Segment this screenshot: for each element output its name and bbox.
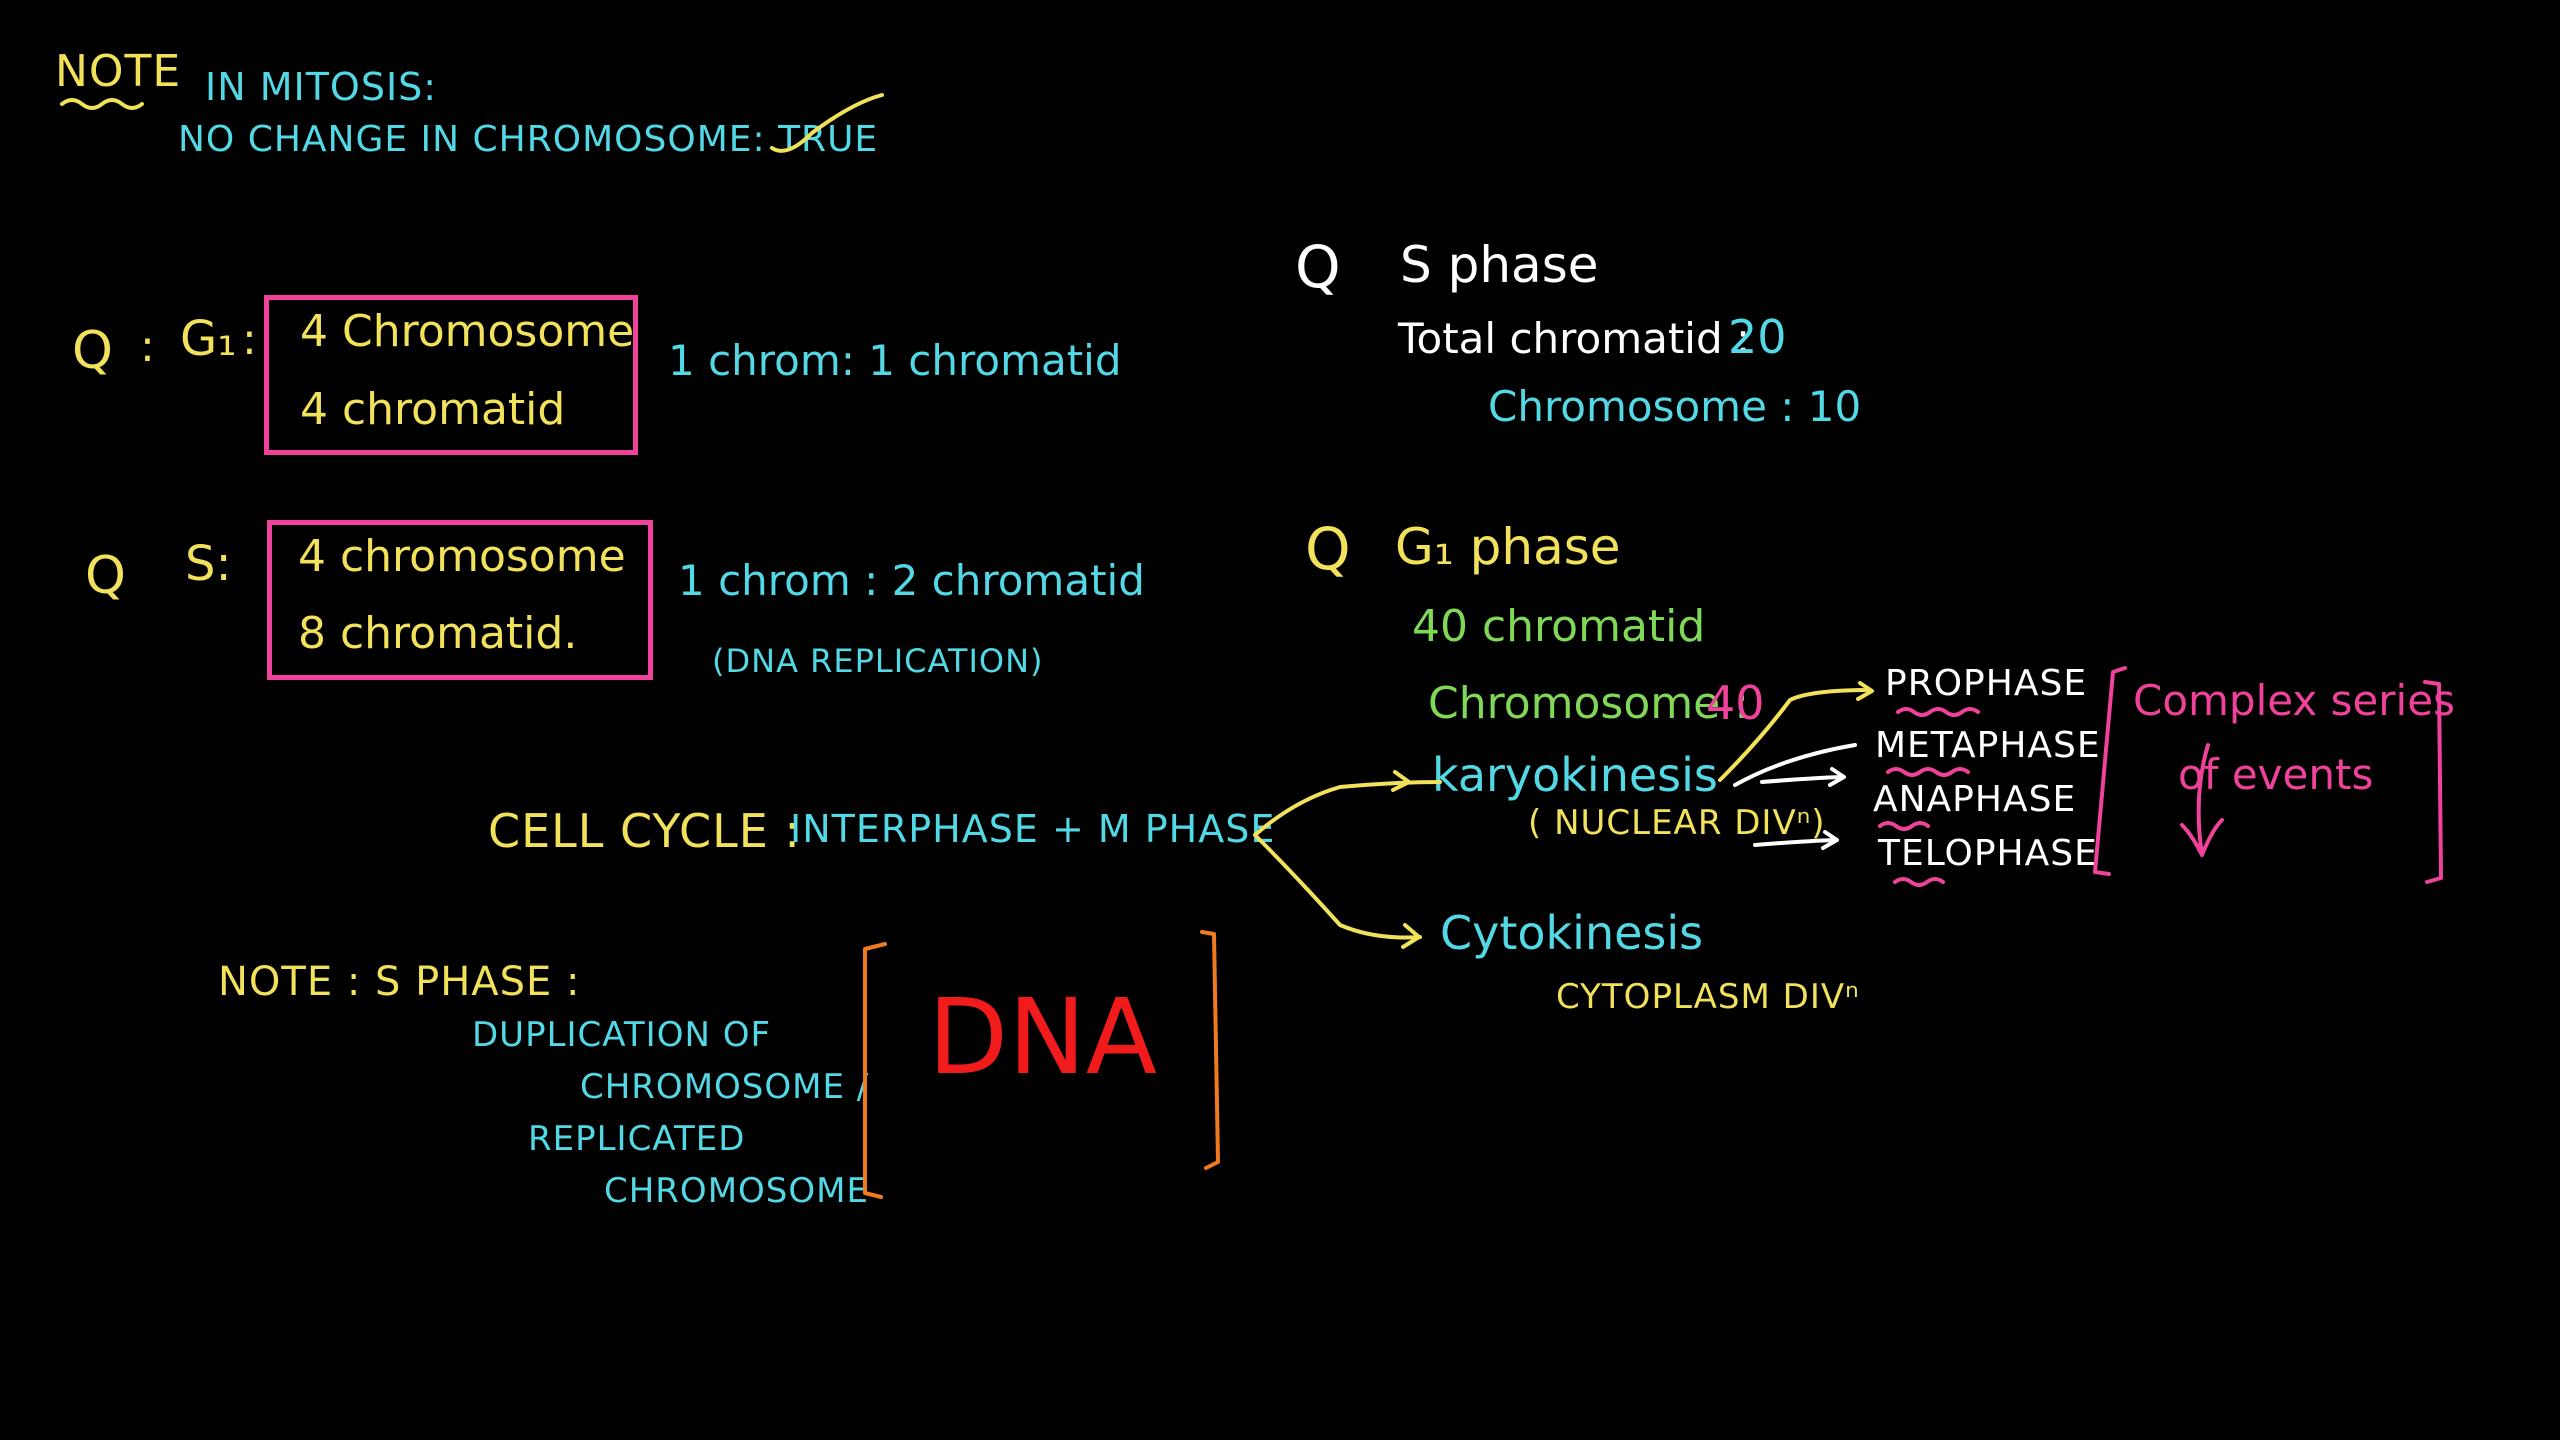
prophase-label: PROPHASE <box>1885 663 2088 704</box>
dna-bracket-right <box>1200 930 1220 1170</box>
g1-chromatid-count: 4 chromatid <box>300 384 566 435</box>
s-phase-title: S phase <box>1400 236 1599 294</box>
duplication-line2: CHROMOSOME / <box>580 1067 870 1107</box>
anaphase-arrowhead <box>1828 767 1846 787</box>
g1-chromatid: 40 chromatid <box>1412 601 1706 652</box>
s-phase-note-label: NOTE : <box>218 959 362 1005</box>
metaphase-label: METAPHASE <box>1875 725 2101 766</box>
total-chromatid-label: Total chromatid : <box>1398 314 1751 363</box>
telophase-underline <box>1893 877 1945 887</box>
s-ratio: 1 chrom : 2 chromatid <box>678 556 1145 605</box>
duplication-line4: CHROMOSOME <box>604 1171 869 1211</box>
cell-cycle-formula: INTERPHASE + M PHASE <box>790 807 1276 851</box>
duplication-line3: REPLICATED <box>528 1119 746 1159</box>
karyokinesis-arrowhead <box>1391 770 1411 792</box>
cell-cycle-label: CELL CYCLE : <box>488 804 801 858</box>
s-chromosome-count: 4 chromosome <box>298 531 626 582</box>
q-g1-left-phase: G₁ <box>180 311 237 367</box>
q-s-left-phase: S: <box>185 536 232 592</box>
note-underline-squiggle <box>60 98 144 110</box>
q-s-right-marker: Q <box>1295 233 1341 301</box>
complex-series-line2: of events <box>2178 750 2374 799</box>
cytokinesis-arrowhead <box>1401 923 1421 949</box>
q-g1-right-marker: Q <box>1305 515 1351 583</box>
telophase-label: TELOPHASE <box>1878 833 2098 874</box>
duplication-line1: DUPLICATION OF <box>472 1015 772 1055</box>
s-chromatid-count: 8 chromatid. <box>298 608 578 659</box>
g1-count-box <box>264 295 638 455</box>
g1-phase-title: G₁ phase <box>1395 518 1621 576</box>
anaphase-underline <box>1878 821 1930 831</box>
g1-chromosome-count: 4 Chromosome <box>300 306 635 357</box>
mitosis-statement: NO CHANGE IN CHROMOSOME: TRUE <box>178 119 879 160</box>
nuclear-division-note: ( NUCLEAR DIVⁿ) <box>1528 803 1826 843</box>
s-dna-replication-note: (DNA REPLICATION) <box>712 642 1044 680</box>
metaphase-underline <box>1886 767 1970 777</box>
anaphase-label: ANAPHASE <box>1873 779 2077 820</box>
q-s-left-marker: Q <box>85 546 126 606</box>
karyokinesis-label: karyokinesis <box>1432 748 1718 802</box>
anaphase-arrow <box>1760 775 1844 784</box>
prophase-underline <box>1896 707 1980 717</box>
prophase-arrowhead <box>1856 681 1874 701</box>
complex-bracket-left <box>2093 666 2127 876</box>
q-g1-left-colon: : <box>140 321 155 372</box>
s-phase-note-title: S PHASE : <box>375 959 581 1005</box>
cytokinesis-label: Cytokinesis <box>1440 906 1704 960</box>
q-g1-left-phase-colon: : <box>242 314 257 365</box>
s-count-box <box>267 520 653 680</box>
note-label: NOTE <box>55 46 182 97</box>
karyokinesis-arrow <box>1253 780 1442 837</box>
complex-series-line1: Complex series <box>2133 676 2455 725</box>
dna-label: DNA <box>928 976 1158 1098</box>
total-chromatid-value: 20 <box>1728 310 1787 364</box>
q-g1-left-marker: Q <box>72 321 113 381</box>
mitosis-title: IN MITOSIS: <box>205 65 438 109</box>
g1-ratio: 1 chrom: 1 chromatid <box>668 336 1122 385</box>
cytoplasm-division-note: CYTOPLASM DIVⁿ <box>1556 977 1860 1017</box>
g1-chromosome-value: 40 <box>1706 676 1765 730</box>
g1-chromosome-label: Chromosome : <box>1428 678 1750 729</box>
s-chromosome-label: Chromosome : 10 <box>1488 382 1862 431</box>
metaphase-arrow <box>1733 743 1857 787</box>
cytokinesis-arrow <box>1253 833 1422 940</box>
